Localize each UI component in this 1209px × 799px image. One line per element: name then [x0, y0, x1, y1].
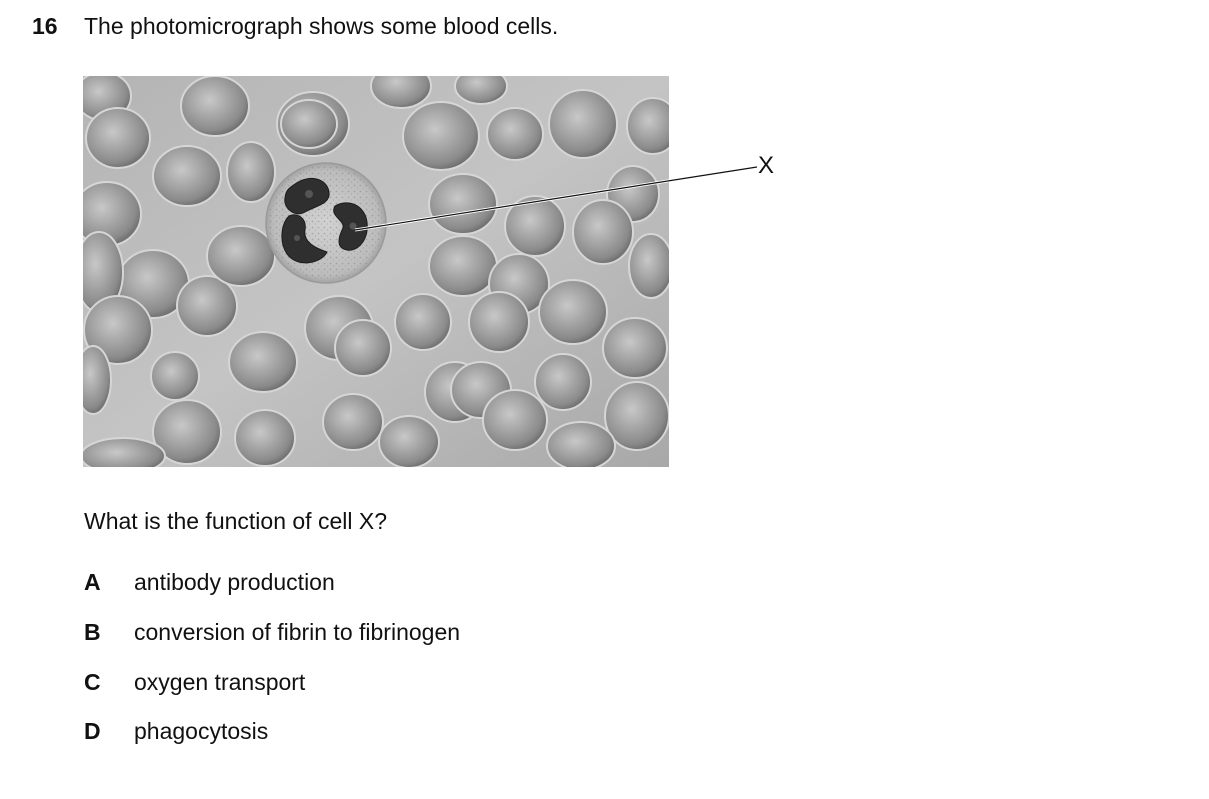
red-blood-cell	[83, 345, 112, 415]
red-blood-cell	[482, 389, 548, 451]
red-blood-cell	[226, 141, 276, 203]
red-blood-cell	[176, 275, 238, 337]
red-blood-cell	[572, 199, 634, 265]
red-blood-cell	[454, 76, 508, 105]
red-blood-cell	[152, 399, 222, 465]
red-blood-cell	[546, 421, 616, 467]
option-text: oxygen transport	[134, 669, 306, 695]
cell-label-x: X	[758, 152, 775, 179]
red-blood-cell	[206, 225, 276, 287]
option-text: antibody production	[134, 569, 335, 595]
red-blood-cell	[234, 409, 296, 467]
red-blood-cell	[334, 319, 392, 377]
red-blood-cell	[604, 381, 669, 451]
red-blood-cell	[228, 331, 298, 393]
red-blood-cell	[486, 107, 544, 161]
lobed-nucleus	[281, 177, 368, 264]
red-blood-cell	[428, 173, 498, 235]
red-blood-cell	[83, 295, 153, 365]
option-letter: A	[84, 569, 101, 595]
red-blood-cell	[504, 195, 566, 257]
red-blood-cell	[322, 393, 384, 451]
red-blood-cell	[602, 317, 668, 379]
red-blood-cell	[626, 97, 669, 155]
option-letter: C	[84, 669, 101, 695]
red-blood-cell	[548, 89, 618, 159]
question-number: 16	[32, 13, 58, 39]
red-blood-cell	[468, 291, 530, 353]
red-blood-cell	[150, 351, 200, 401]
red-blood-cell	[378, 415, 440, 467]
option-letter: B	[84, 619, 101, 645]
red-blood-cell	[85, 107, 151, 169]
question-stem: The photomicrograph shows some blood cel…	[84, 13, 559, 39]
option-text: conversion of fibrin to fibrinogen	[134, 619, 461, 645]
red-blood-cell	[538, 279, 608, 345]
question-prompt: What is the function of cell X?	[84, 508, 387, 534]
red-blood-cell	[394, 293, 452, 351]
red-blood-cell	[180, 76, 250, 137]
red-blood-cell	[370, 76, 432, 109]
red-blood-cell	[628, 233, 669, 299]
red-blood-cell	[280, 99, 338, 149]
option-letter: D	[84, 718, 101, 744]
red-blood-cell	[152, 145, 222, 207]
white-blood-cell	[265, 162, 387, 284]
option-text: phagocytosis	[134, 718, 269, 744]
red-blood-cell	[428, 235, 498, 297]
red-blood-cell	[534, 353, 592, 411]
red-blood-cell	[83, 437, 166, 467]
blood-cells-photomicrograph	[83, 76, 669, 467]
red-blood-cell	[402, 101, 480, 171]
